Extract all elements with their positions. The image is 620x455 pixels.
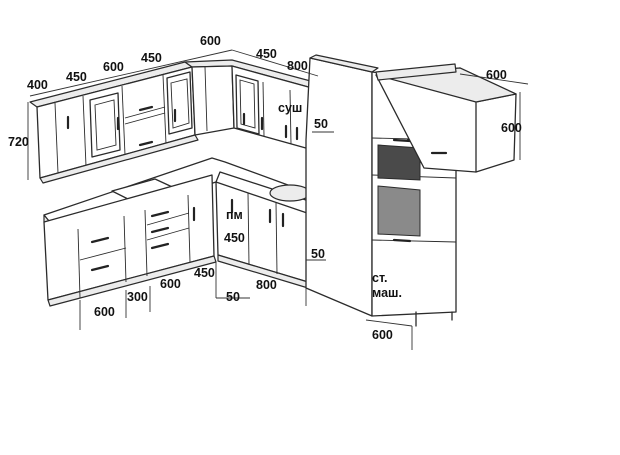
dim-upper-450-c: 450 [256,47,277,61]
oven-lower [377,185,421,237]
dim-dishwasher-450: 450 [224,231,245,245]
dim-upper-800: 800 [287,59,308,73]
tall-side-panel [305,57,373,317]
label-washer-line2: маш. [372,286,402,300]
oven-window [377,144,421,181]
dim-base-800: 800 [256,278,277,292]
dim-upper-450-a: 450 [66,70,87,84]
dim-height-720: 720 [8,135,29,149]
sink [269,184,311,202]
dim-base-450-corner: 450 [194,266,215,280]
dim-base-600-left: 600 [94,305,115,319]
dimension-lines [27,49,529,350]
dim-upper-400: 400 [27,78,48,92]
dim-upper-450-b: 450 [141,51,162,65]
dim-depth-50-c: 50 [311,247,325,261]
upper-cabinets [29,59,319,184]
label-dishwasher: пм [226,208,243,222]
tall-top-edge [309,54,379,73]
upper-glass-door-1 [89,92,121,158]
label-washer-line1: ст. [372,271,387,285]
dim-base-300: 300 [127,290,148,304]
dimension-labels: 400 450 600 450 600 450 800 720 50 600 6… [8,34,522,342]
dim-base-600-mid: 600 [160,277,181,291]
upper-glass-door-3 [235,74,260,135]
dim-tall-600-top: 600 [486,68,507,82]
tall-column [305,54,517,327]
dim-depth-50-b: 50 [226,290,240,304]
label-dryer: суш [278,101,302,115]
upper-glass-door-2 [166,71,193,135]
base-cabinets [43,157,319,307]
upper-bottom-strip [39,134,199,184]
dim-tall-600-side: 600 [501,121,522,135]
dim-upper-600-corner: 600 [200,34,221,48]
dim-tall-600-bottom: 600 [372,328,393,342]
dim-upper-600-a: 600 [103,60,124,74]
upper-corner-front [191,65,235,136]
dim-depth-50-a: 50 [314,117,328,131]
